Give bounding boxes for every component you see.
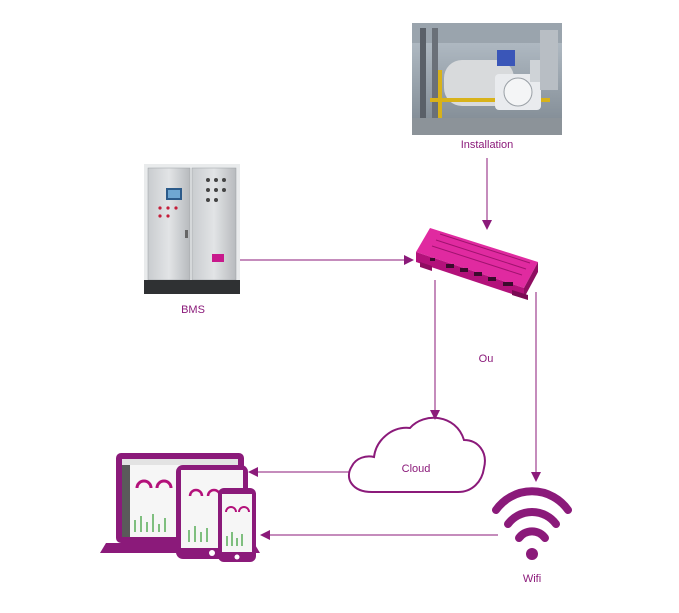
installation-label: Installation — [461, 139, 514, 151]
wifi-label: Wifi — [523, 573, 541, 585]
gateway-device — [416, 228, 538, 300]
wifi-icon — [492, 487, 572, 560]
bms-label: BMS — [181, 304, 205, 316]
installation-photo — [412, 23, 562, 135]
or-label: Ou — [479, 353, 494, 365]
cloud-icon — [347, 416, 486, 493]
phone-icon — [218, 488, 256, 562]
cloud-label: Cloud — [402, 463, 431, 475]
connector-arrows — [240, 158, 541, 540]
bms-cabinet-photo — [144, 164, 240, 294]
